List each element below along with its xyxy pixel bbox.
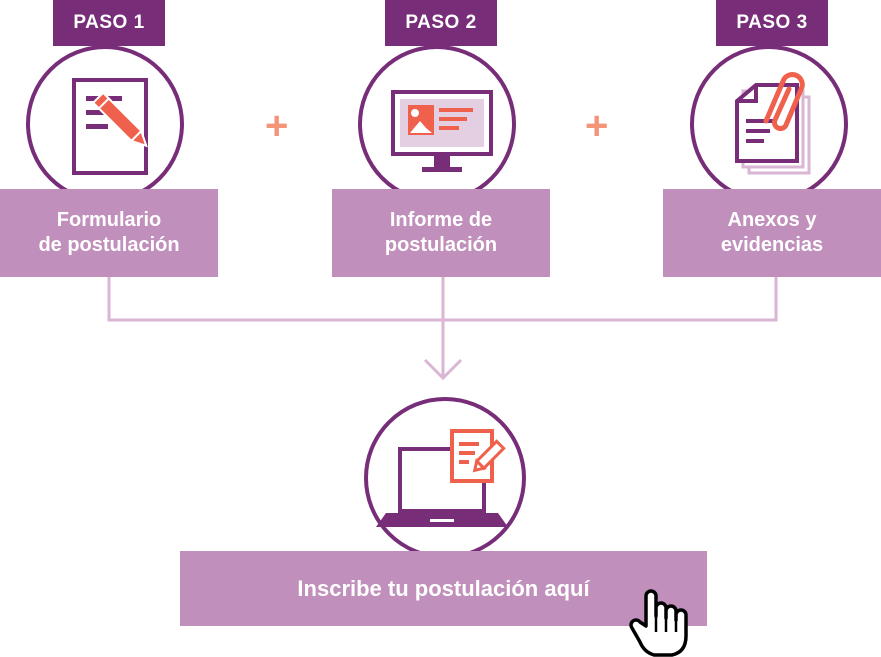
step-2-circle <box>358 45 516 203</box>
down-arrow-icon <box>423 358 463 381</box>
plus-icon-1: + <box>265 104 289 148</box>
step-3-circle <box>690 45 848 203</box>
step-3-tag: PASO 3 <box>716 0 828 46</box>
plus-icon-2: + <box>585 104 609 148</box>
register-application-button[interactable]: Inscribe tu postulación aquí <box>180 551 707 626</box>
form-pencil-icon <box>72 78 148 175</box>
laptop-form-icon <box>376 429 508 527</box>
step-2-label: Informe de postulación <box>332 189 550 277</box>
step-1-tag: PASO 1 <box>53 0 165 46</box>
step-3-label: Anexos y evidencias <box>663 189 881 277</box>
paperclip-documents-icon <box>735 72 811 175</box>
hand-pointer-icon <box>629 589 688 657</box>
step-1-circle <box>26 45 184 203</box>
step-2-tag: PASO 2 <box>385 0 497 46</box>
step-1-label: Formulario de postulación <box>0 189 218 277</box>
monitor-report-icon <box>391 90 493 172</box>
final-circle <box>364 397 526 559</box>
